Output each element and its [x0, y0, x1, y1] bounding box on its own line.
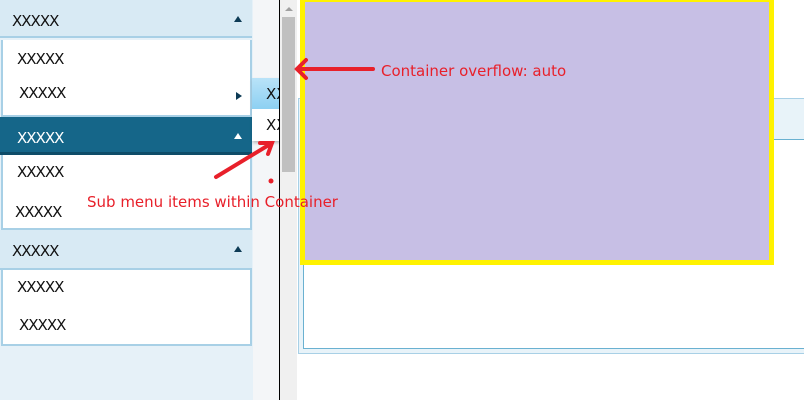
scrollbar-thumb[interactable]	[282, 17, 295, 172]
menu-header-label: XXXXX	[12, 242, 59, 260]
annotation-overflow: Container overflow: auto	[381, 62, 567, 80]
menu-group-3: XXXXX XXXXX	[1, 270, 252, 346]
submenu-item-highlighted[interactable]: XXXXX	[252, 78, 280, 109]
submenu-item[interactable]: XXXXX	[266, 116, 280, 134]
submenu-popup: XXXXX XXXXX	[252, 78, 280, 141]
chevron-right-icon	[236, 92, 242, 100]
menu-header-3[interactable]: XXXXX	[0, 230, 252, 270]
menu-item[interactable]: XXXXX	[17, 50, 64, 68]
container-divider	[279, 0, 280, 400]
annotation-dot	[268, 178, 274, 184]
accordion-menu: XXXXX XXXXX XXXXX XXXXX XXXXX XXXXX XXXX…	[0, 0, 253, 400]
caret-up-icon	[234, 246, 242, 252]
scroll-up-arrow-icon[interactable]	[285, 7, 293, 11]
annotation-submenu: Sub menu items within Container	[87, 193, 338, 211]
menu-item[interactable]: XXXXX	[17, 278, 64, 296]
menu-item-with-submenu[interactable]: XXXXX	[19, 84, 66, 102]
menu-item[interactable]: XXXXX	[15, 203, 62, 221]
highlighted-container	[300, 0, 774, 265]
menu-item[interactable]: XXXXX	[17, 163, 64, 181]
arrow-up-right-icon	[214, 141, 275, 179]
menu-header-2-selected[interactable]: XXXXX	[0, 117, 252, 155]
menu-group-2: XXXXX XXXXX	[1, 155, 252, 230]
caret-up-icon	[234, 16, 242, 22]
menu-gutter	[253, 0, 279, 400]
arrow-left-icon	[294, 58, 375, 80]
menu-header-label: XXXXX	[12, 12, 59, 30]
menu-header-label: XXXXX	[17, 129, 64, 147]
caret-up-icon	[234, 133, 242, 139]
menu-item[interactable]: XXXXX	[19, 316, 66, 334]
menu-header-1[interactable]: XXXXX	[0, 0, 252, 38]
menu-group-1: XXXXX XXXXX	[1, 40, 252, 117]
